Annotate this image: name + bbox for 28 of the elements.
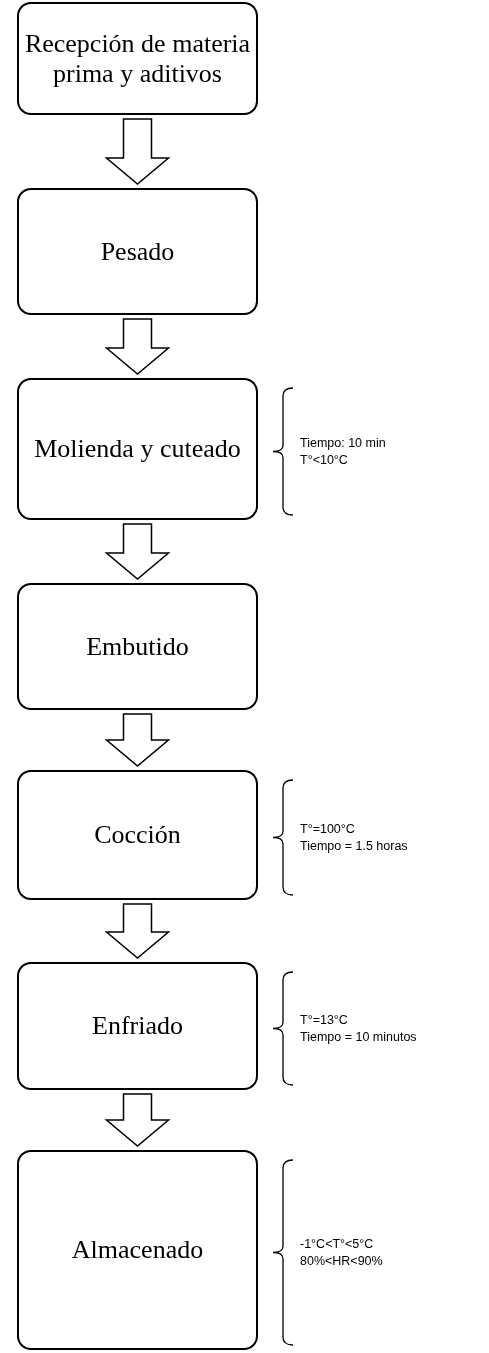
- step-label: Enfriado: [92, 1011, 183, 1041]
- process-box: [17, 188, 258, 315]
- step-label: Recepción de materia prima y aditivos: [23, 28, 252, 89]
- process-box: [17, 2, 258, 115]
- process-box: [17, 378, 258, 520]
- process-condition: T°=100°C: [300, 820, 356, 838]
- process-condition: Tiempo: 10 min: [300, 434, 386, 452]
- step-label: Molienda y cuteado: [34, 434, 241, 464]
- process-condition: Tiempo = 10 minutos: [300, 1028, 417, 1046]
- block-arrow: [104, 118, 171, 185]
- process-condition: -1°C<T°<5°C: [300, 1235, 375, 1253]
- process-box: [17, 770, 258, 900]
- process-condition: Tiempo = 1.5 horas: [300, 837, 408, 855]
- step-label: Pesado: [100, 236, 175, 267]
- process-box: [17, 583, 258, 710]
- step-label: Almacenado: [71, 1235, 204, 1265]
- process-condition: T°<10°C: [300, 451, 349, 469]
- block-arrow: [104, 713, 171, 767]
- step-label: Cocción: [94, 820, 181, 850]
- block-arrow: [104, 318, 171, 375]
- process-condition: T°=13°C: [300, 1011, 349, 1029]
- step-label: Embutido: [86, 631, 189, 662]
- block-arrow: [104, 523, 171, 580]
- process-box: [17, 962, 258, 1090]
- block-arrow: [104, 903, 171, 959]
- process-condition: 80%<HR<90%: [300, 1252, 383, 1270]
- block-arrow: [104, 1093, 171, 1147]
- process-box: [17, 1150, 258, 1350]
